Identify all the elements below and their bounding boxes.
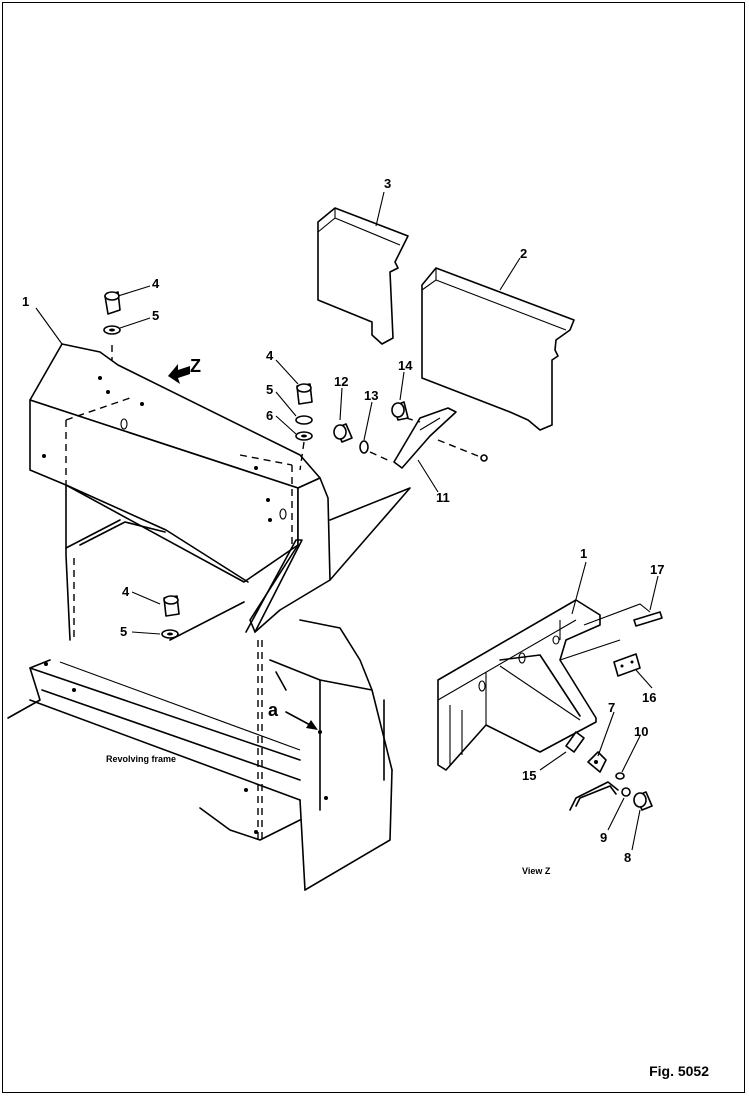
bolt-4-low [163, 595, 180, 617]
part-9-spring [569, 781, 631, 811]
part-15-plate [565, 731, 585, 753]
z-direction-arrow: Z [168, 356, 201, 384]
callout-16: 16 [642, 690, 656, 705]
part-3-cover-plate [317, 207, 409, 345]
callout-6: 6 [266, 408, 273, 423]
callout-9: 9 [600, 830, 607, 845]
callout-12: 12 [334, 374, 348, 389]
bolt-4-top [104, 291, 121, 360]
callout-5-low: 5 [120, 624, 127, 639]
callout-4-top: 4 [152, 276, 160, 291]
callout-10: 10 [634, 724, 648, 739]
part-12-bolt [333, 423, 353, 443]
part-8-bolt [633, 791, 653, 811]
callout-1-main-cover: 1 [22, 294, 29, 309]
part-16-striker [613, 653, 641, 677]
revolving-frame-label: Revolving frame [106, 754, 176, 764]
callout-4-mid: 4 [266, 348, 274, 363]
washer-5-mid [295, 415, 313, 425]
view-z-label: View Z [522, 866, 551, 876]
callout-14: 14 [398, 358, 413, 373]
part-17-plate [633, 611, 663, 627]
washer-5-top [103, 325, 121, 335]
callout-13: 13 [364, 388, 378, 403]
washer-6-mid [295, 431, 313, 471]
stay-pin [480, 454, 488, 462]
callout-17: 17 [650, 562, 664, 577]
stay-pin-line [437, 439, 479, 457]
callout-5-mid: 5 [266, 382, 273, 397]
part-2-cover-plate [421, 267, 575, 431]
bolt-4-mid [296, 383, 313, 405]
part-14-bolt [391, 401, 421, 423]
leader-lines [35, 191, 659, 851]
callout-2: 2 [520, 246, 527, 261]
part-1-main-cover [29, 343, 331, 633]
view-z-cover [437, 599, 651, 771]
a-label: a [268, 700, 279, 720]
callout-8: 8 [624, 850, 631, 865]
callout-15: 15 [522, 768, 536, 783]
callout-3: 3 [384, 176, 391, 191]
callout-7: 7 [608, 700, 615, 715]
callout-1-view-z: 1 [580, 546, 587, 561]
part-13-washer [359, 440, 393, 463]
z-label: Z [190, 356, 201, 376]
callout-4-low: 4 [122, 584, 130, 599]
callout-11: 11 [436, 490, 450, 505]
callout-5-top: 5 [152, 308, 159, 323]
part-7-latch [587, 751, 607, 773]
a-direction-arrow: a [268, 700, 318, 730]
revolving-frame [7, 484, 411, 891]
part-11-stay [393, 407, 457, 469]
part-10-washer [615, 772, 625, 780]
figure-number: Fig. 5052 [649, 1063, 709, 1079]
washer-5-low [161, 629, 179, 639]
